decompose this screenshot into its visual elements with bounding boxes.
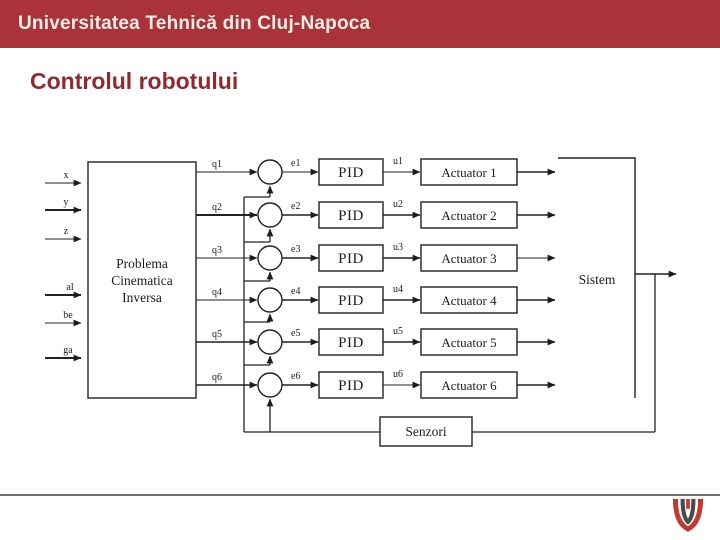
summing-junction — [257, 287, 283, 313]
senzori-block: Senzori — [379, 416, 473, 447]
e-label: e5 — [291, 328, 300, 339]
summing-junction — [257, 159, 283, 185]
summing-junction — [257, 329, 283, 355]
actuator-label: Actuator 6 — [441, 378, 497, 393]
pid-box — [318, 371, 384, 399]
ik-block-line2: Cinematica — [111, 273, 172, 288]
inverse-kinematics-block: Problema Cinematica Inversa — [87, 161, 197, 399]
pid-box — [318, 286, 384, 314]
diagram-row-3: PID Actuator 3 q3 e3 u3 — [196, 242, 556, 272]
summing-junction — [257, 372, 283, 398]
senzori-box — [379, 416, 473, 447]
q-label: q4 — [212, 287, 222, 298]
logo-outer-u — [672, 498, 704, 532]
actuator-box — [420, 371, 518, 399]
ik-block-line1: Problema — [116, 256, 168, 271]
input-label-y: y — [64, 197, 69, 208]
actuator-box — [420, 201, 518, 229]
q-label: q6 — [212, 372, 222, 383]
pid-label: PID — [338, 378, 364, 394]
diagram-row-4: PID Actuator 4 q4 e4 u4 — [196, 284, 556, 314]
u-label: u1 — [393, 156, 403, 167]
input-label-x: x — [64, 170, 69, 181]
u-label: u2 — [393, 199, 403, 210]
sistem-label: Sistem — [579, 272, 616, 287]
header-bar: Universitatea Tehnică din Cluj-Napoca — [0, 0, 720, 48]
e-label: e3 — [291, 244, 300, 255]
summing-junction — [257, 202, 283, 228]
pid-label: PID — [338, 208, 364, 224]
q-label: q2 — [212, 202, 222, 213]
q-label: q1 — [212, 159, 222, 170]
logo-inner-u — [680, 498, 696, 525]
sistem-outline — [558, 157, 636, 398]
input-arrows: x y z al be ga — [45, 170, 82, 362]
actuator-label: Actuator 4 — [441, 293, 497, 308]
u-label: u6 — [393, 369, 403, 380]
input-label-ga: ga — [63, 345, 73, 356]
e-label: e4 — [291, 286, 300, 297]
input-label-z: z — [64, 226, 69, 237]
actuator-label: Actuator 1 — [441, 165, 496, 180]
u-label: u4 — [393, 284, 403, 295]
actuator-label: Actuator 3 — [441, 251, 496, 266]
u-label: u5 — [393, 326, 403, 337]
summing-junction — [257, 245, 283, 271]
pid-box — [318, 244, 384, 272]
diagram-row-1: PID Actuator 1 q1 e1 u1 — [196, 156, 556, 186]
actuator-label: Actuator 5 — [441, 335, 496, 350]
diagram-row-5: PID Actuator 5 q5 e5 u5 — [196, 326, 556, 356]
inverse-kinematics-box — [87, 161, 197, 399]
q-label: q5 — [212, 329, 222, 340]
actuator-box — [420, 286, 518, 314]
actuator-label: Actuator 2 — [441, 208, 496, 223]
pid-label: PID — [338, 335, 364, 351]
diagram-row-2: PID Actuator 2 q2 e2 u2 — [196, 199, 556, 229]
footer-divider — [0, 494, 720, 496]
input-label-al: al — [66, 282, 73, 293]
pid-box — [318, 158, 384, 186]
university-name: Universitatea Tehnică din Cluj-Napoca — [18, 13, 371, 34]
u-label: u3 — [393, 242, 403, 253]
ik-block-line3: Inversa — [122, 290, 162, 305]
diagram-row-6: PID Actuator 6 q6 e6 u6 — [196, 369, 556, 399]
sistem-block: Sistem — [558, 157, 677, 398]
pid-label: PID — [338, 251, 364, 267]
input-label-be: be — [63, 310, 73, 321]
senzori-label: Senzori — [405, 424, 446, 439]
utcn-logo — [672, 498, 704, 532]
pid-box — [318, 201, 384, 229]
page-title: Controlul robotului — [30, 68, 239, 94]
e-label: e6 — [291, 371, 300, 382]
pid-label: PID — [338, 165, 364, 181]
pid-label: PID — [338, 293, 364, 309]
e-label: e1 — [291, 158, 300, 169]
e-label: e2 — [291, 201, 300, 212]
q-label: q3 — [212, 245, 222, 256]
